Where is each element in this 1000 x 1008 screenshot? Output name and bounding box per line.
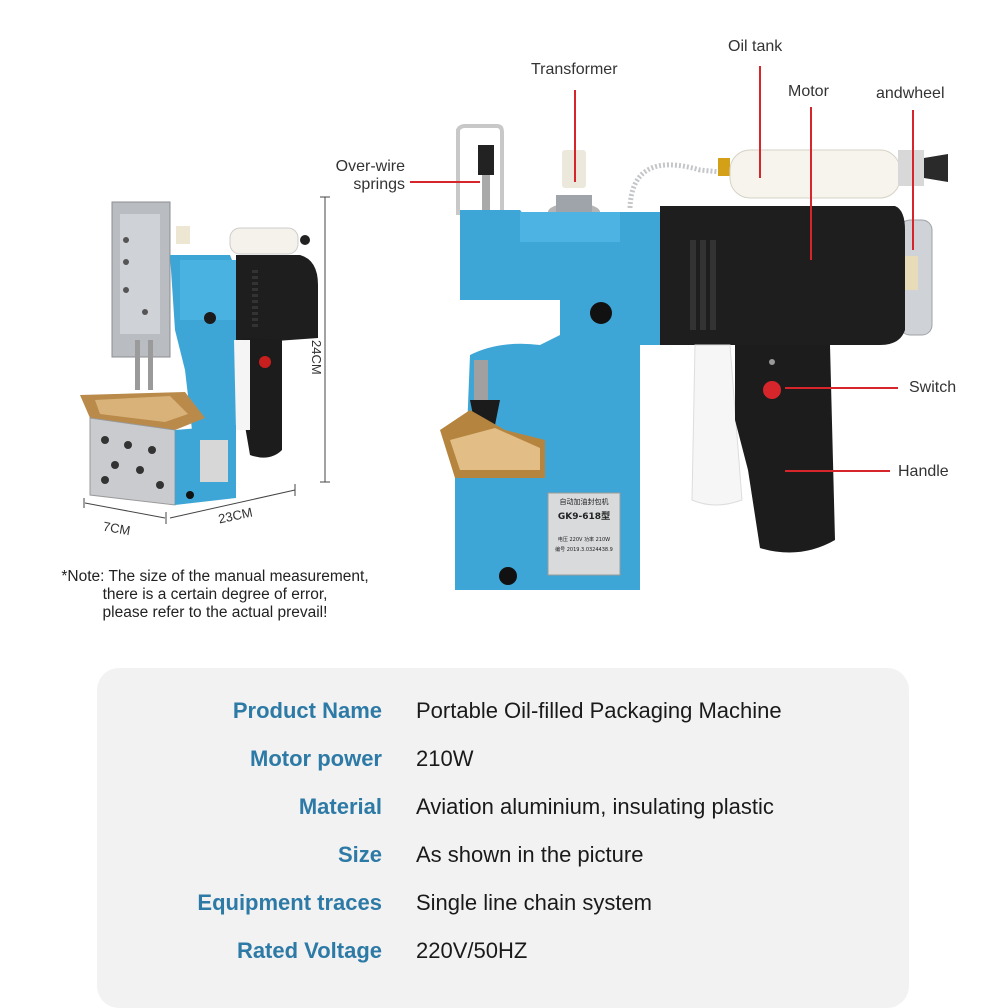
note-line2: there is a certain degree of error,: [102, 586, 328, 603]
spec-row-equipment-traces: Equipment traces Single line chain syste…: [97, 883, 909, 923]
spec-row-rated-voltage: Rated Voltage 220V/50HZ: [97, 931, 909, 971]
nameplate: 自动加油封包机 GK9-618型 电压 220V 功率 210W 编号 2019…: [550, 497, 618, 553]
spec-label: Product Name: [232, 698, 382, 723]
callout-overwire-springs: Over-wire springs: [318, 158, 405, 194]
spec-table: Product Name Portable Oil-filled Packagi…: [97, 668, 909, 1008]
callout-handle: Handle: [898, 463, 949, 480]
nameplate-rating: 电压 220V 功率 210W: [557, 537, 611, 543]
callout-overwire-line1: Over-wire: [335, 158, 405, 175]
dimension-height-label: 24CM: [309, 340, 324, 375]
spec-row-motor-power: Motor power 210W: [97, 739, 909, 779]
nameplate-model: GK9-618型: [557, 512, 611, 522]
spec-label: Rated Voltage: [236, 938, 382, 963]
note-line1: *Note: The size of the manual measuremen…: [61, 568, 369, 585]
callout-switch: Switch: [909, 379, 957, 396]
large-machine-image: [440, 124, 948, 590]
nameplate-title: 自动加油封包机: [559, 498, 609, 506]
small-machine-image: [80, 201, 318, 506]
spec-value: As shown in the picture: [416, 842, 644, 867]
callout-transformer: Transformer: [531, 61, 618, 78]
spec-label: Material: [298, 794, 382, 819]
spec-row-material: Material Aviation aluminium, insulating …: [97, 787, 909, 827]
spec-value: 220V/50HZ: [416, 938, 528, 963]
spec-value: Portable Oil-filled Packaging Machine: [416, 698, 782, 723]
callout-lines: [410, 66, 914, 472]
callout-handwheel: andwheel: [876, 85, 945, 102]
spec-label: Equipment traces: [197, 890, 382, 915]
callout-oil-tank: Oil tank: [728, 38, 783, 55]
spec-row-size: Size As shown in the picture: [97, 835, 909, 875]
spec-label: Size: [337, 842, 382, 867]
callout-motor: Motor: [788, 83, 829, 100]
note-line3: please refer to the actual prevail!: [102, 604, 328, 621]
nameplate-serial: 编号 2019.3.0324438.9: [555, 547, 613, 553]
dimension-lines: [83, 196, 330, 524]
spec-value: 210W: [416, 746, 474, 771]
spec-value: Aviation aluminium, insulating plastic: [416, 794, 774, 819]
spec-row-product-name: Product Name Portable Oil-filled Packagi…: [97, 691, 909, 731]
measurement-note: *Note: The size of the manual measuremen…: [20, 568, 410, 622]
spec-value: Single line chain system: [416, 890, 653, 915]
spec-label: Motor power: [250, 746, 382, 771]
callout-overwire-line2: springs: [353, 176, 405, 193]
